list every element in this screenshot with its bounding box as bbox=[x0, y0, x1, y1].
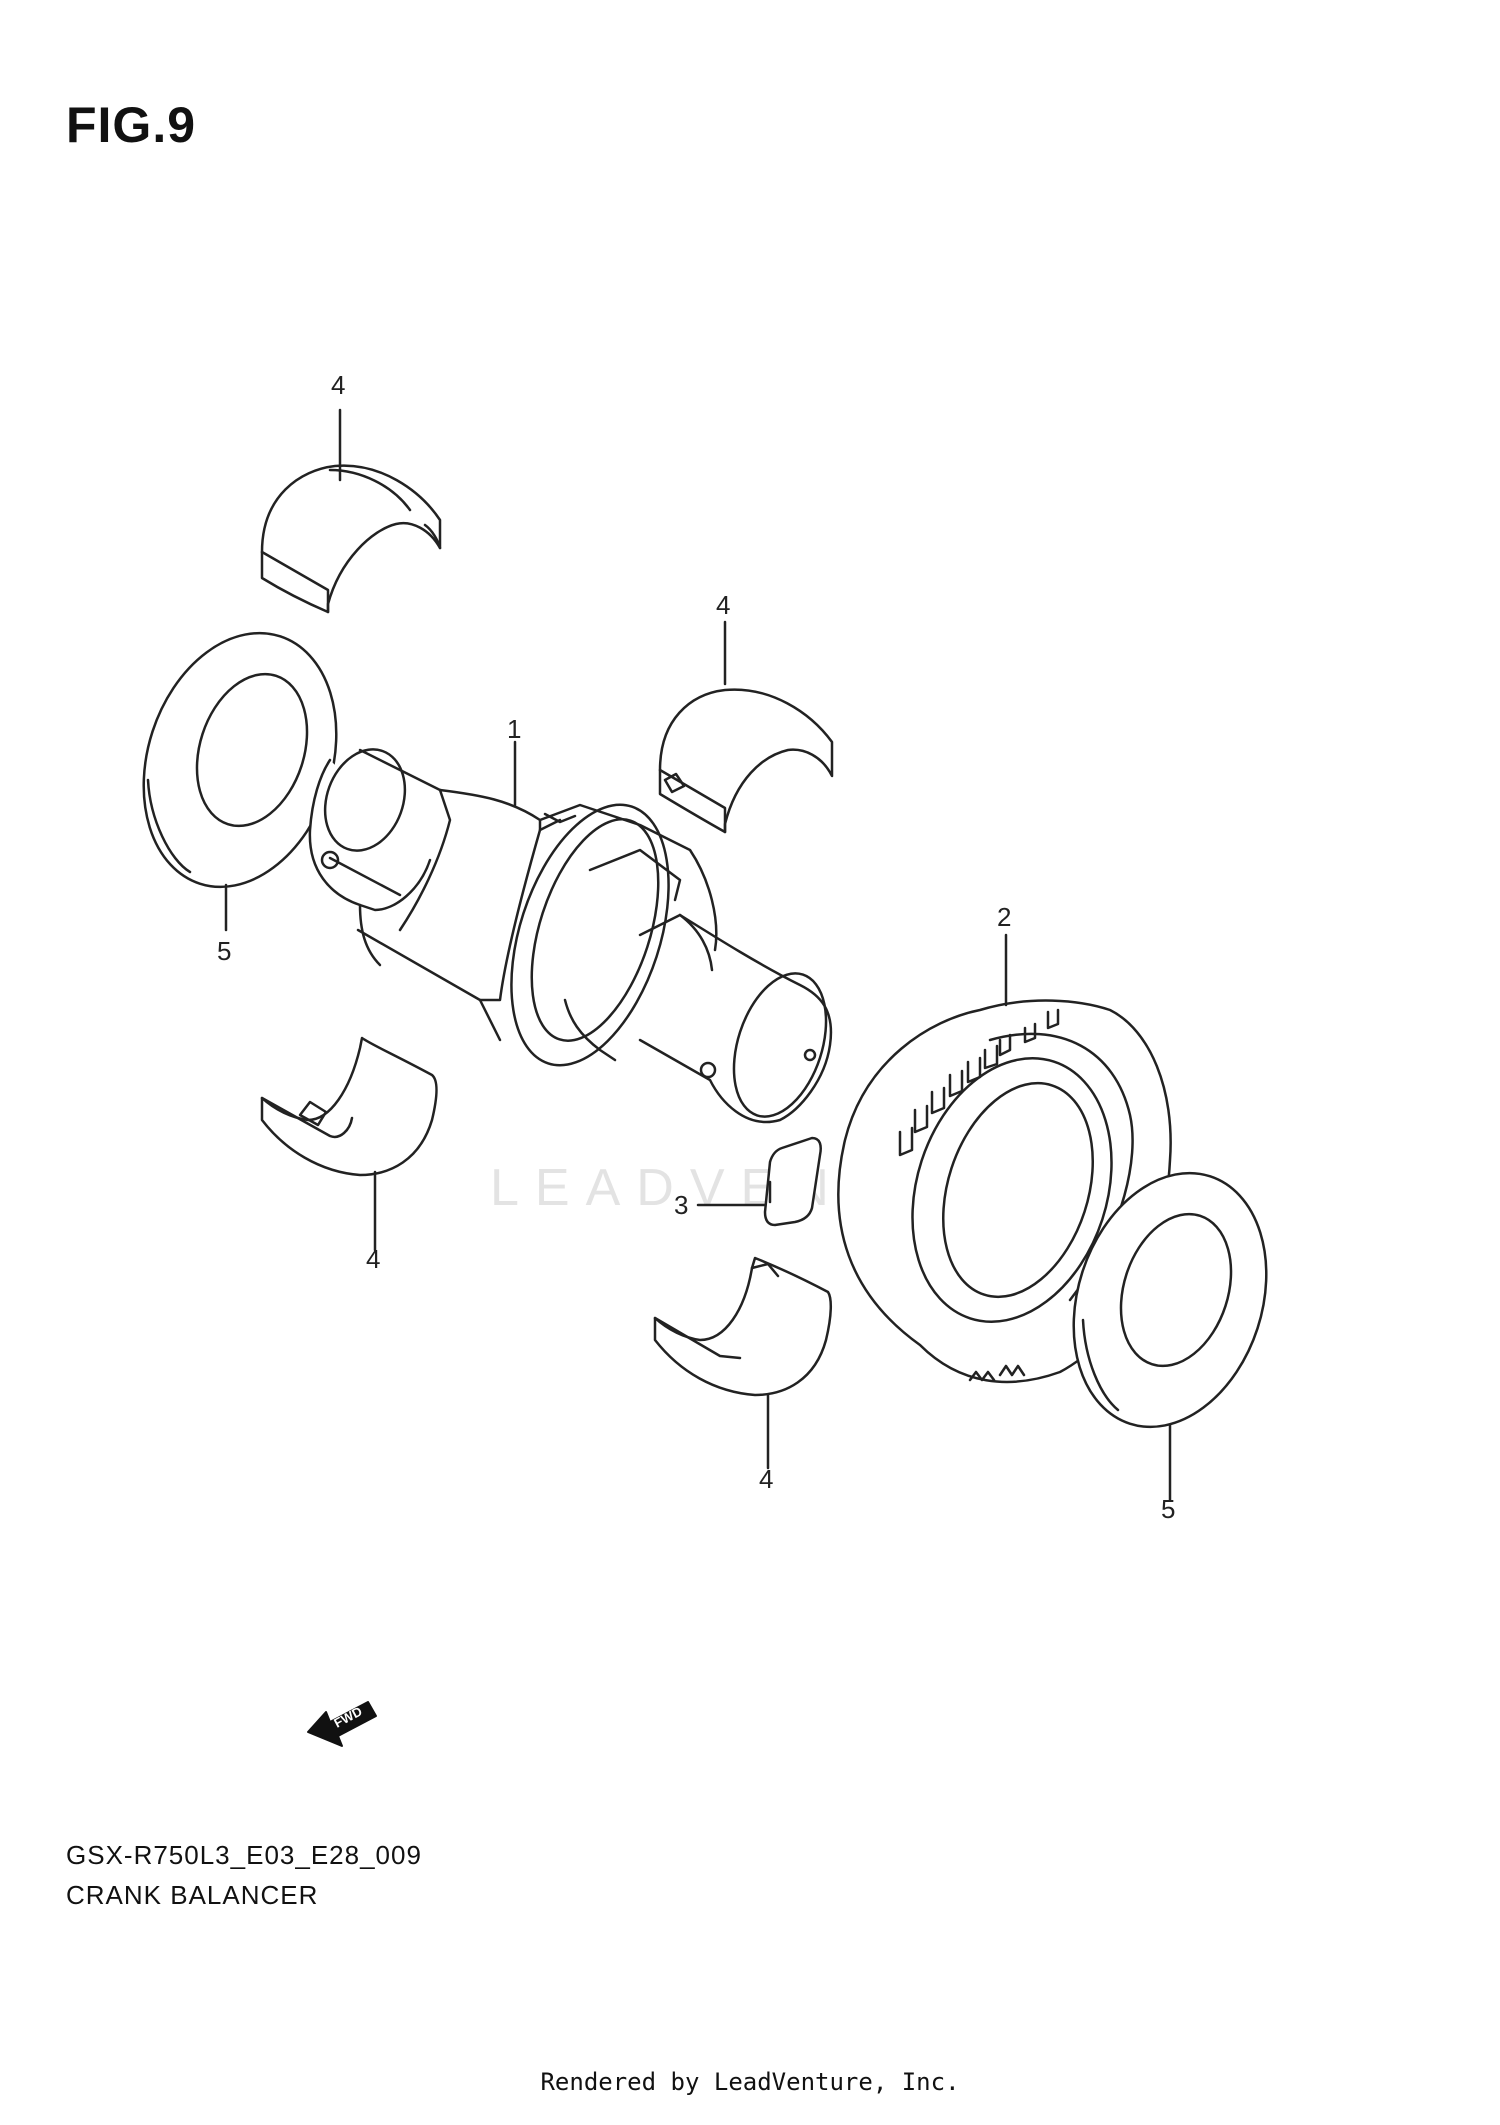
callout-bearing-top-mid: 4 bbox=[716, 590, 730, 620]
callout-washer-right: 5 bbox=[1161, 1494, 1175, 1524]
diagram-caption: CRANK BALANCER bbox=[66, 1880, 319, 1910]
woodruff-key bbox=[763, 1136, 822, 1227]
callout-key: 3 bbox=[674, 1190, 688, 1220]
callout-bearing-bottom-left: 4 bbox=[366, 1244, 380, 1274]
callout-gear: 2 bbox=[997, 902, 1011, 932]
callout-washer-left: 5 bbox=[217, 936, 231, 966]
thrust-washer-right bbox=[1072, 1171, 1268, 1429]
bearing-half-top-left bbox=[260, 464, 442, 614]
callout-shaft: 1 bbox=[507, 714, 521, 744]
bearing-half-top-mid bbox=[658, 688, 834, 834]
bearing-half-bottom-mid bbox=[653, 1256, 832, 1397]
bearing-half-bottom-left bbox=[260, 1036, 438, 1177]
fwd-arrow-icon: FWD bbox=[307, 1701, 377, 1747]
figure-label: FIG.9 bbox=[66, 97, 197, 153]
callout-bearing-bottom-mid: 4 bbox=[759, 1464, 773, 1494]
balancer-shaft bbox=[308, 748, 833, 1124]
footer-credit: Rendered by LeadVenture, Inc. bbox=[540, 2068, 960, 2096]
diagram-code: GSX-R750L3_E03_E28_009 bbox=[66, 1840, 422, 1870]
callout-bearing-top-left: 4 bbox=[331, 370, 345, 400]
